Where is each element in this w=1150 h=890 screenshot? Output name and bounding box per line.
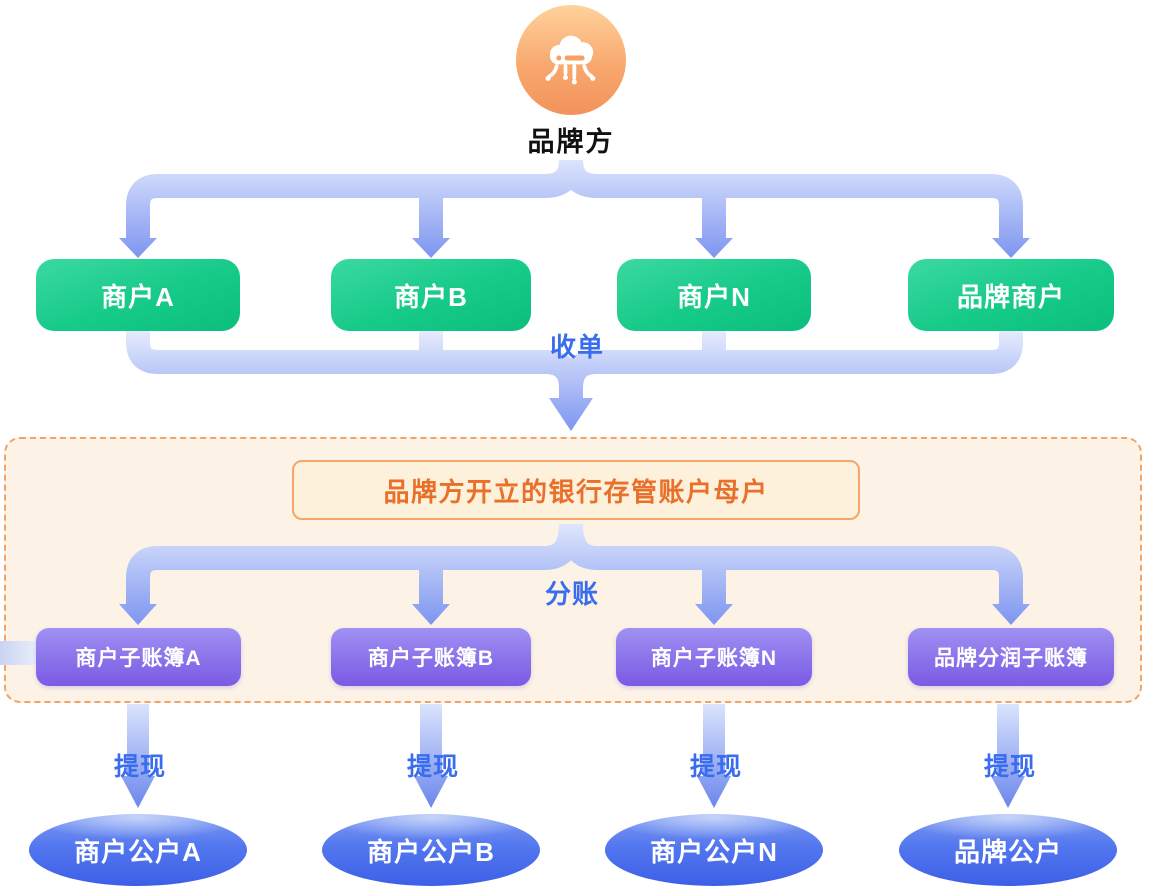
withdraw-label-3: 提现 [689, 753, 743, 781]
withdraw-label-2: 提现 [406, 753, 460, 781]
brand-node [516, 5, 626, 115]
split-connector [126, 523, 1023, 608]
withdraw-label-4: 提现 [983, 753, 1037, 781]
corporate-account-ellipse-a: 商户公户A [29, 814, 247, 886]
corporate-account-ellipse-b: 商户公户B [322, 814, 540, 886]
acquiring-label: 收单 [549, 332, 605, 362]
acquiring-converge-connector [126, 330, 1023, 400]
withdraw-arrowheads [121, 776, 1025, 808]
corporate-account-ellipse-brand: 品牌公户 [899, 814, 1117, 886]
left-edge-tab [0, 641, 38, 665]
merchant-box-n: 商户N [617, 259, 811, 331]
merchant-box-brand: 品牌商户 [908, 259, 1114, 331]
withdraw-arrows [127, 704, 1019, 778]
ledger-box-n: 商户子账簿N [616, 628, 812, 686]
ledger-box-a: 商户子账簿A [36, 628, 241, 686]
brand-label: 品牌方 [527, 127, 615, 157]
corporate-account-ellipse-n: 商户公户N [605, 814, 823, 886]
cloud-brand-icon [545, 35, 596, 85]
split-arrowheads [119, 604, 1030, 625]
ledger-box-b: 商户子账簿B [331, 628, 531, 686]
merchant-box-a: 商户A [36, 259, 240, 331]
fanout-brand-to-merchants [126, 159, 1023, 244]
withdraw-label-1: 提现 [113, 753, 167, 781]
fanout-brand-arrowheads [119, 238, 1030, 258]
custody-parent-account-box: 品牌方开立的银行存管账户母户 [292, 460, 860, 520]
split-label: 分账 [544, 579, 600, 609]
ledger-box-brand-profit: 品牌分润子账簿 [908, 628, 1114, 686]
acquiring-arrowhead [549, 398, 593, 431]
merchant-box-b: 商户B [331, 259, 531, 331]
